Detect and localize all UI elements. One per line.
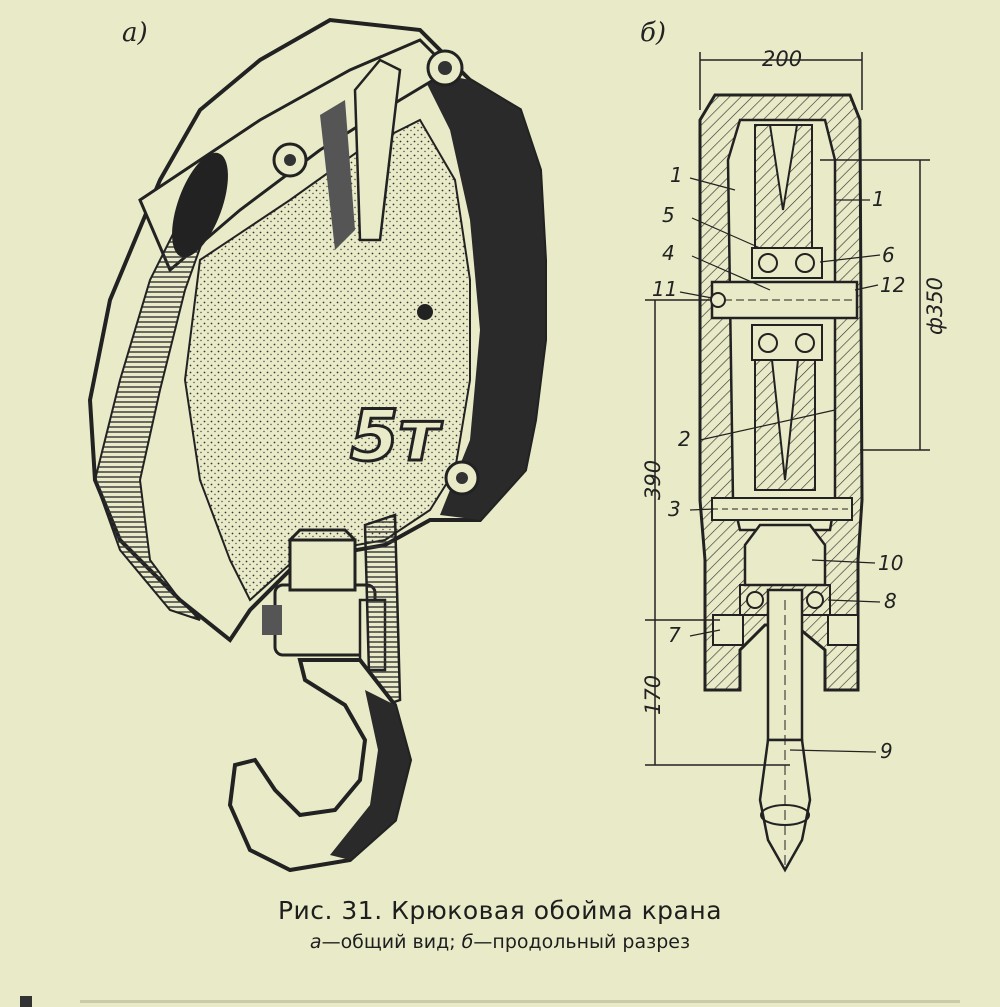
bolt-top <box>426 49 464 87</box>
leader-lines <box>679 177 881 753</box>
caption-text-a: —общий вид; <box>321 931 456 953</box>
general-view-drawing: 5т <box>87 17 547 873</box>
axle <box>710 280 859 320</box>
dim-height-170: 170 <box>641 675 665 715</box>
capacity-stamp: 5т <box>350 395 443 477</box>
callout-11: 11 <box>652 277 677 301</box>
lower-pulley <box>754 359 816 491</box>
caption-text-b: —продольный разрез <box>473 931 691 953</box>
figure-caption: Рис. 31. Крюковая обойма крана а—общий в… <box>0 896 1000 953</box>
callout-1-right: 1 <box>872 187 885 211</box>
dimension-lines <box>645 52 930 766</box>
grease-hole <box>417 304 433 320</box>
page-bleed-through <box>20 996 960 1007</box>
panel-a-label: а) <box>122 18 148 48</box>
callout-1-left: 1 <box>670 163 683 187</box>
bolt-left <box>272 142 308 178</box>
plate-edge <box>363 513 402 712</box>
left-strap <box>93 219 212 621</box>
upper-pulley <box>754 124 813 251</box>
hook-shadow <box>330 690 410 860</box>
callout-7: 7 <box>668 623 681 647</box>
hook-block-figure: 5т <box>87 17 947 873</box>
dim-height-390: 390 <box>641 460 665 500</box>
callout-8: 8 <box>884 589 897 613</box>
casing-shadow <box>420 70 545 520</box>
top-groove-1 <box>353 58 402 242</box>
lower-bearings <box>751 324 823 361</box>
callout-3: 3 <box>668 497 681 521</box>
callout-10: 10 <box>878 551 903 575</box>
dim-diameter: ф350 <box>923 277 947 335</box>
hook-shank <box>758 588 812 873</box>
caption-title: Рис. 31. Крюковая обойма крана <box>277 896 723 925</box>
callout-9: 9 <box>880 739 893 763</box>
callout-2: 2 <box>678 427 691 451</box>
upper-bearings <box>751 247 823 279</box>
bolt-bottom <box>444 460 480 496</box>
top-groove-2 <box>320 100 355 250</box>
panel-b-label: б) <box>640 18 667 48</box>
cross-bolt <box>711 497 853 521</box>
caption-mark-a: а <box>309 931 322 953</box>
caption-mark-b: б <box>461 931 474 953</box>
section-drawing: 200 ф350 390 170 1 1 <box>641 47 947 873</box>
dim-width: 200 <box>762 47 802 71</box>
traverse-nut <box>712 523 859 646</box>
callout-5: 5 <box>662 203 675 227</box>
caption-subtitle: а—общий вид; б—продольный разрез <box>0 931 1000 953</box>
callout-6: 6 <box>882 243 895 267</box>
strap-slot <box>172 152 228 258</box>
callout-4: 4 <box>662 241 675 265</box>
callout-12: 12 <box>880 273 905 297</box>
